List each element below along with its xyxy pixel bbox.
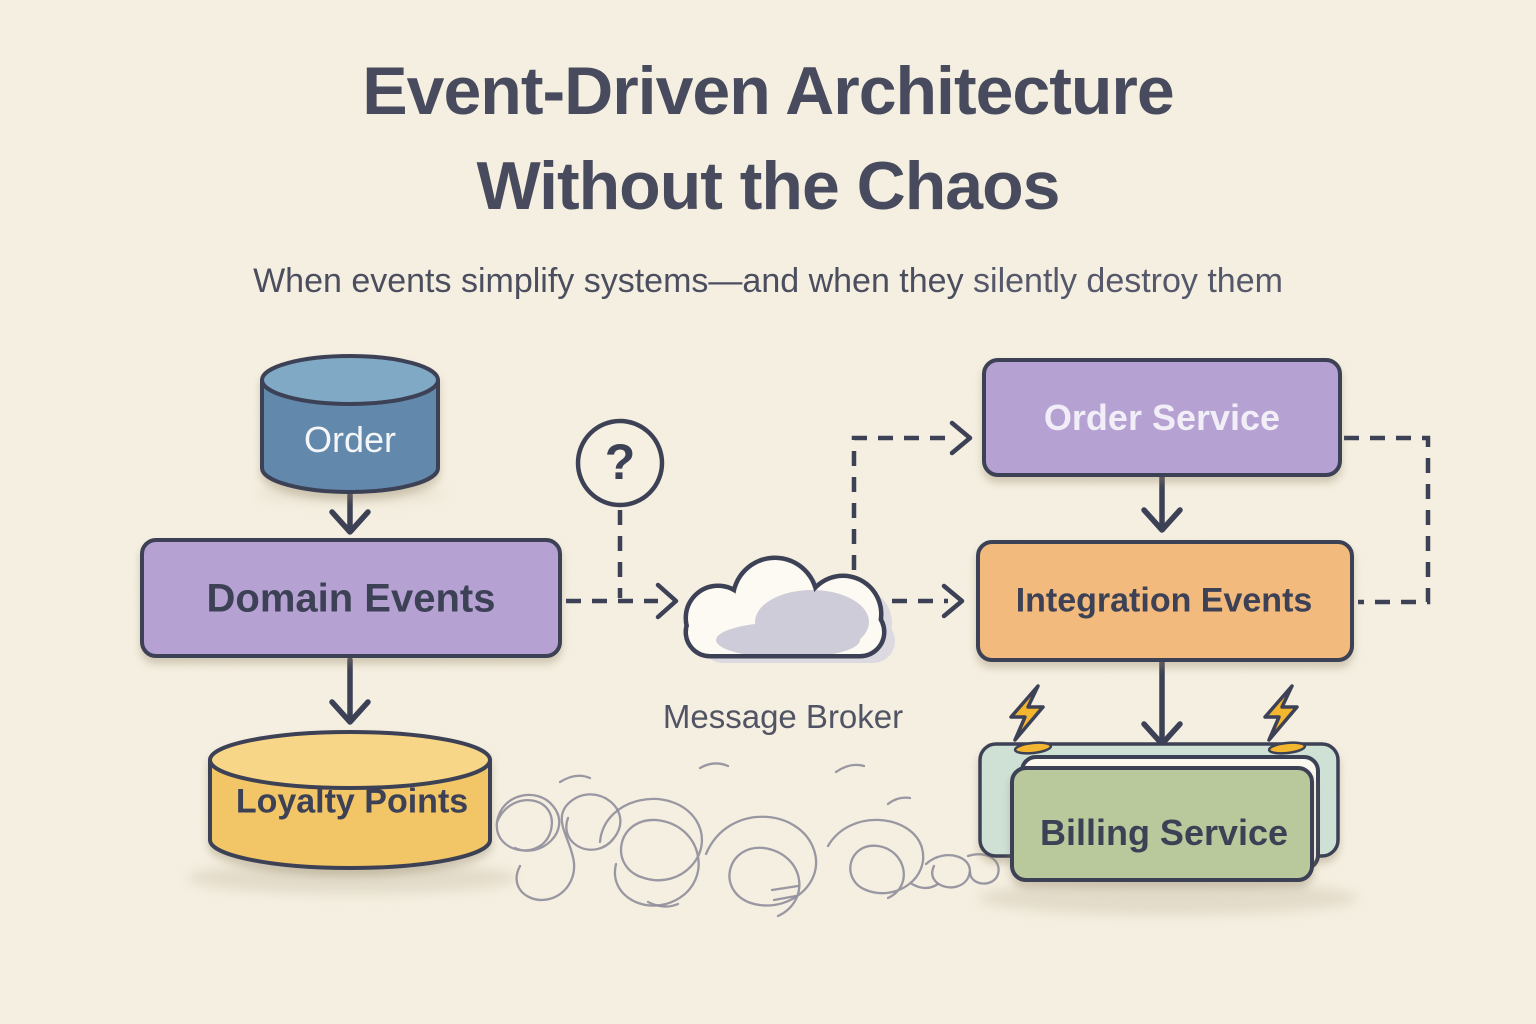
arrow-integration-to-billing-head — [1141, 721, 1183, 747]
message-broker-label: Message Broker — [662, 698, 904, 735]
arrow-orderservice-to-integration-head — [1141, 507, 1183, 533]
arrow-domain-to-loyalty-head — [329, 699, 371, 725]
loyalty-store-label: Loyalty Points — [235, 782, 469, 821]
arrow-order-to-domain-head — [329, 509, 371, 535]
title-line-2: Without the Chaos — [476, 148, 1061, 225]
connector-domain-to-broker-arrowhead — [655, 582, 679, 620]
page-subtitle: When events simplify systems—and when th… — [0, 262, 1536, 301]
billing-service-label: Billing Service — [1039, 812, 1289, 853]
connector-broker-to-integration-arrowhead — [941, 583, 965, 619]
connector-order-service-loop — [1344, 435, 1431, 605]
message-broker-cloud-icon — [683, 555, 895, 663]
order-store-shadow — [255, 484, 445, 504]
connector-broker-to-order-service-arrowhead — [949, 420, 973, 456]
domain-events-label: Domain Events — [206, 576, 496, 621]
failure-bolt-icon-left — [1009, 684, 1053, 755]
chaos-scribble-icon — [495, 762, 1010, 918]
failure-bolt-icon-right — [1263, 684, 1307, 755]
integration-events-label: Integration Events — [1015, 581, 1313, 620]
subtitle-tail: silently destroy them — [973, 262, 1283, 300]
order-store-label: Order — [303, 419, 397, 460]
connector-broker-to-order-service — [851, 435, 952, 570]
order-service-label: Order Service — [1043, 397, 1281, 438]
question-mark-glyph: ? — [604, 434, 636, 490]
billing-service-shadow — [978, 881, 1358, 915]
loyalty-store-shadow — [187, 862, 517, 894]
title-line-1: Event-Driven Architecture — [362, 53, 1174, 129]
page-title: Event-Driven Architecture Without the Ch… — [0, 44, 1536, 234]
subtitle-lead: When events simplify systems—and when th… — [253, 262, 964, 300]
